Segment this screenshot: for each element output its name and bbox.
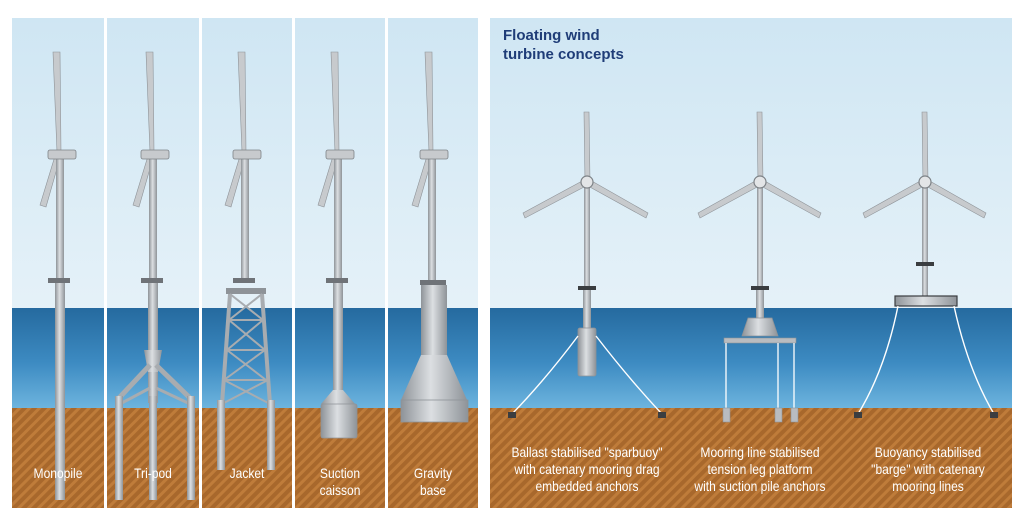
mooring-right (595, 335, 663, 415)
floating-panel-title: Floating wind turbine concepts (503, 27, 624, 63)
tower (428, 158, 436, 282)
tower (922, 186, 928, 296)
jacket-leg-right (260, 293, 272, 405)
turbine-tlp (697, 111, 822, 423)
nacelle (419, 149, 449, 160)
flange (916, 262, 934, 266)
nacelle (325, 149, 355, 160)
caisson-bucket (320, 403, 358, 439)
turbine-suction-caisson (317, 51, 358, 439)
tlp-column (756, 290, 764, 320)
spar-column (583, 290, 591, 330)
tripod-strut-right (155, 386, 191, 406)
monopile-pile (55, 283, 65, 500)
anchor-left (508, 412, 516, 418)
tripod-brace-left (117, 363, 152, 400)
label-gravity-base: Gravity base (413, 465, 453, 498)
pile-anchor-3 (790, 407, 799, 423)
blade-up (756, 111, 764, 183)
flange (420, 280, 446, 285)
tower (149, 158, 157, 278)
nacelle (47, 149, 77, 160)
tower (334, 158, 342, 278)
flange (578, 286, 596, 290)
turbine-monopile (39, 51, 77, 500)
mooring-left (857, 305, 899, 415)
mooring-left (511, 335, 579, 415)
label-tripod: Tri-pod (134, 465, 172, 481)
blade-up (921, 111, 929, 183)
seabed-floating (490, 408, 1012, 508)
caisson-cone (321, 390, 355, 404)
tripod-brace-right (154, 363, 192, 400)
nacelle (140, 149, 170, 160)
label-jacket: Jacket (229, 465, 265, 481)
hub (918, 175, 932, 189)
mooring-right (953, 305, 995, 415)
blade-up (583, 111, 591, 183)
label-suction-caisson: Suction caisson (319, 465, 361, 498)
turbine-spar (508, 111, 666, 418)
jacket-platform (226, 288, 266, 294)
spar-buoy (577, 327, 597, 377)
sea (12, 308, 1012, 408)
flange (326, 278, 348, 283)
seabed-jacket (202, 408, 292, 508)
nacelle (232, 149, 262, 160)
pile-anchor-1 (722, 407, 731, 423)
anchor-right (658, 412, 666, 418)
hub (580, 175, 594, 189)
flange (48, 278, 70, 283)
turbine-jacket (217, 51, 275, 470)
jacket-pile-right (267, 400, 275, 470)
tower (584, 186, 590, 286)
flange (751, 286, 769, 290)
tripod-pile-left (115, 396, 123, 500)
tripod-pile-right (187, 396, 195, 500)
jacket-bracing (221, 293, 271, 405)
gravity-cone (401, 355, 467, 400)
tower (56, 158, 64, 278)
tlp-pontoon (723, 337, 797, 344)
tripod-strut-left (119, 386, 151, 406)
turbine-tripod (115, 51, 195, 500)
label-barge: Buoyancy stabilised "barge" with catenar… (871, 444, 985, 494)
anchor-right (990, 412, 998, 418)
pile-anchor-2 (774, 407, 783, 423)
barge-deck (894, 295, 958, 307)
label-spar: Ballast stabilised "sparbuoy" with caten… (511, 444, 663, 494)
flange (233, 278, 255, 283)
jacket-pile-left (217, 400, 225, 470)
seabed-gravity (388, 408, 478, 508)
anchor-left (854, 412, 862, 418)
gravity-slab (400, 399, 469, 423)
turbine-gravity-base (400, 51, 469, 423)
label-monopile: Monopile (33, 465, 83, 481)
label-tlp: Mooring line stabilised tension leg plat… (694, 444, 826, 494)
jacket-leg-left (220, 293, 232, 405)
tower (241, 158, 249, 280)
turbine-barge (854, 111, 998, 418)
tlp-hull (741, 317, 779, 337)
caisson-column (333, 283, 343, 393)
tripod-pile-centre (149, 396, 157, 500)
flange (141, 278, 163, 283)
tower (757, 186, 763, 286)
hub (753, 175, 767, 189)
tripod-column (148, 283, 158, 403)
gravity-column (421, 285, 447, 355)
